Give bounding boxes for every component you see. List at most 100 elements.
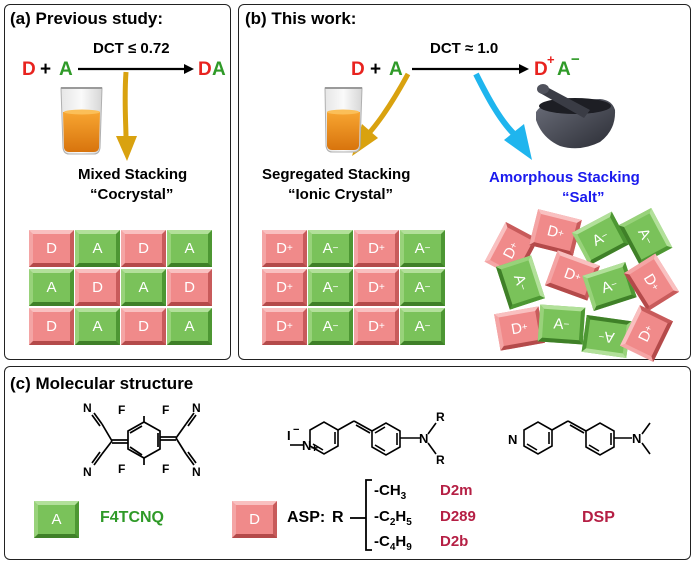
donor-tile: D+ <box>354 269 399 306</box>
dsp-atom-pyridine-n: N <box>508 432 517 447</box>
tile-charge: − <box>332 243 339 254</box>
product-a: A <box>557 59 571 80</box>
beaker-icon <box>60 87 103 155</box>
amorphous-stacking-label: Amorphous Stacking <box>489 169 640 186</box>
donor-tile: D <box>121 308 166 345</box>
tile-charge: − <box>563 319 570 331</box>
condition-label: DCT ≤ 0.72 <box>93 40 170 57</box>
acceptor-tile: A <box>121 269 166 306</box>
tile-letter: A <box>92 240 103 257</box>
ionic-crystal-label: “Ionic Crystal” <box>288 186 394 203</box>
f4tcnq-atom-n: N <box>192 401 201 415</box>
f4tcnq-atom-n: N <box>83 401 92 415</box>
acceptor-tile: A− <box>308 230 353 267</box>
tile-charge: + <box>379 321 385 332</box>
tile-letter: D <box>368 318 379 335</box>
donor-tile: D <box>167 269 212 306</box>
donor-tile: D <box>75 269 120 306</box>
tile-charge: + <box>556 227 565 240</box>
panel-b-title: (b) This work: <box>245 9 357 28</box>
product-d: D <box>198 59 212 80</box>
tile-letter: D <box>276 240 287 257</box>
asp-atom-r: R <box>436 410 445 424</box>
tile-letter: A <box>414 318 425 335</box>
tile-letter: D <box>138 318 149 335</box>
tile-letter: D <box>368 240 379 257</box>
tile-charge: − <box>332 282 339 293</box>
acceptor-tile: A− <box>308 269 353 306</box>
reactant-a: A <box>389 59 403 80</box>
reactant-a: A <box>59 59 73 80</box>
tile-letter: A <box>322 279 333 296</box>
reaction-arrow-b <box>412 64 529 74</box>
f4tcnq-atom-f: F <box>118 462 125 476</box>
tile-letter: D <box>276 318 287 335</box>
panel-a <box>4 4 231 360</box>
tile-letter: A <box>552 315 565 334</box>
asp-structure <box>290 420 437 456</box>
cocrystal-label: “Cocrystal” <box>90 186 174 203</box>
tile-charge: + <box>287 243 293 254</box>
donor-tile: D <box>29 230 74 267</box>
asp-atom-amine-n: N <box>419 431 428 446</box>
dsp-structure <box>523 420 651 456</box>
tile-charge: + <box>379 282 385 293</box>
r-group-label: R <box>332 509 344 526</box>
panel-a-title: (a) Previous study: <box>10 9 164 28</box>
tile-letter: A <box>322 318 333 335</box>
tile-letter: A <box>414 279 425 296</box>
donor-tile: D <box>29 308 74 345</box>
mixed-stacking-label: Mixed Stacking <box>78 166 188 183</box>
gold-arrow-icon <box>116 71 137 161</box>
acceptor-tile: A− <box>537 304 586 345</box>
product-d: D <box>534 59 548 80</box>
tile-letter: A <box>46 279 57 296</box>
substituent-methyl: -CH3 <box>374 482 406 502</box>
substituent-ethyl: -C2H5 <box>374 508 412 528</box>
f4tcnq-atom-f: F <box>118 403 125 417</box>
tile-charge: + <box>287 282 293 293</box>
donor-tile: D+ <box>354 308 399 345</box>
product-a-charge: − <box>571 51 580 68</box>
tile-letter: A <box>414 240 425 257</box>
tile-letter: D <box>138 240 149 257</box>
tile-letter: D <box>92 279 103 296</box>
tile-letter: A <box>92 318 103 335</box>
tile-letter: A <box>184 240 195 257</box>
donor-tile: D+ <box>262 230 307 267</box>
donor-tile: D+ <box>262 269 307 306</box>
acceptor-tile: A <box>75 308 120 345</box>
donor-tile: D+ <box>494 306 545 351</box>
plus-sign: + <box>40 59 52 80</box>
tile-letter: A <box>138 279 149 296</box>
asp-atom-iodide-charge: − <box>293 424 299 436</box>
legend-donor-tile: D <box>232 501 277 538</box>
tile-charge: − <box>424 321 431 332</box>
mortar-pestle-icon <box>536 84 616 149</box>
f4tcnq-name: F4TCNQ <box>100 509 164 526</box>
tile-letter: D <box>46 240 57 257</box>
dsp-name: DSP <box>582 509 615 526</box>
salt-label: “Salt” <box>562 189 605 206</box>
reactant-d: D <box>351 59 365 80</box>
asp-atom-plus: + <box>311 441 318 455</box>
substituent-butyl-text: -C4H9 <box>374 533 412 553</box>
tile-letter: D <box>184 279 195 296</box>
product-a: A <box>212 59 226 80</box>
acceptor-tile: A− <box>400 269 445 306</box>
asp-atom-iodide: I <box>287 428 291 443</box>
cyan-arrow-icon <box>473 72 532 160</box>
donor-tile: D+ <box>262 308 307 345</box>
panel-c <box>4 366 691 560</box>
tile-charge: + <box>521 321 529 334</box>
name-d289: D289 <box>440 508 476 525</box>
beaker-icon <box>324 87 363 153</box>
acceptor-tile: A <box>167 230 212 267</box>
substituent-butyl: -C4H9 <box>374 533 412 553</box>
tile-charge: − <box>424 243 431 254</box>
asp-atom-pyridinium-n: N <box>302 438 311 453</box>
donor-tile: D <box>121 230 166 267</box>
f4tcnq-atom-f: F <box>162 462 169 476</box>
tile-letter: D <box>368 279 379 296</box>
acceptor-tile: A− <box>308 308 353 345</box>
